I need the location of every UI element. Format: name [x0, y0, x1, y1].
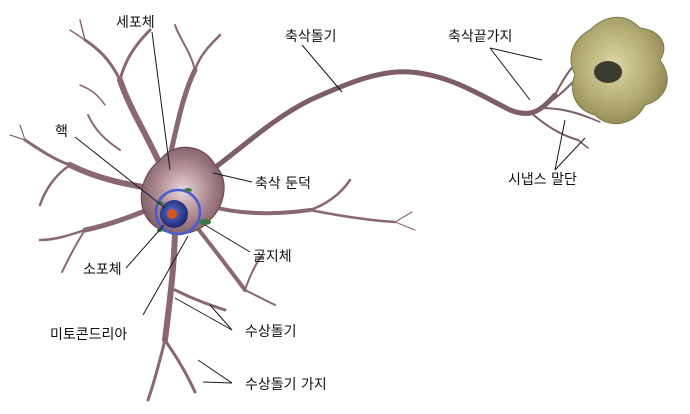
label-synaptic-terminal: 시냅스 말단 [508, 172, 577, 188]
axon [202, 69, 558, 178]
label-mitochondria: 미토콘드리아 [50, 327, 128, 343]
nucleolus [167, 209, 177, 219]
label-axon: 축삭돌기 [285, 29, 337, 45]
label-dendrite-branch: 수상돌기 가지 [245, 377, 327, 393]
target-cell [570, 16, 668, 125]
label-axon-hillock: 축삭 둔덕 [255, 176, 311, 192]
label-nucleus: 핵 [55, 124, 68, 140]
golgi-body [199, 219, 211, 225]
leader-lines [74, 31, 586, 384]
label-cell-body: 세포체 [116, 15, 155, 31]
label-axon-terminal: 축삭끝가지 [448, 29, 513, 45]
endoplasmic-reticulum [154, 188, 202, 236]
target-nucleus [594, 61, 622, 83]
label-dendrite: 수상돌기 [245, 324, 297, 340]
soma [140, 146, 225, 236]
label-golgi: 골지체 [253, 249, 292, 265]
label-soma: 소포체 [83, 262, 122, 278]
